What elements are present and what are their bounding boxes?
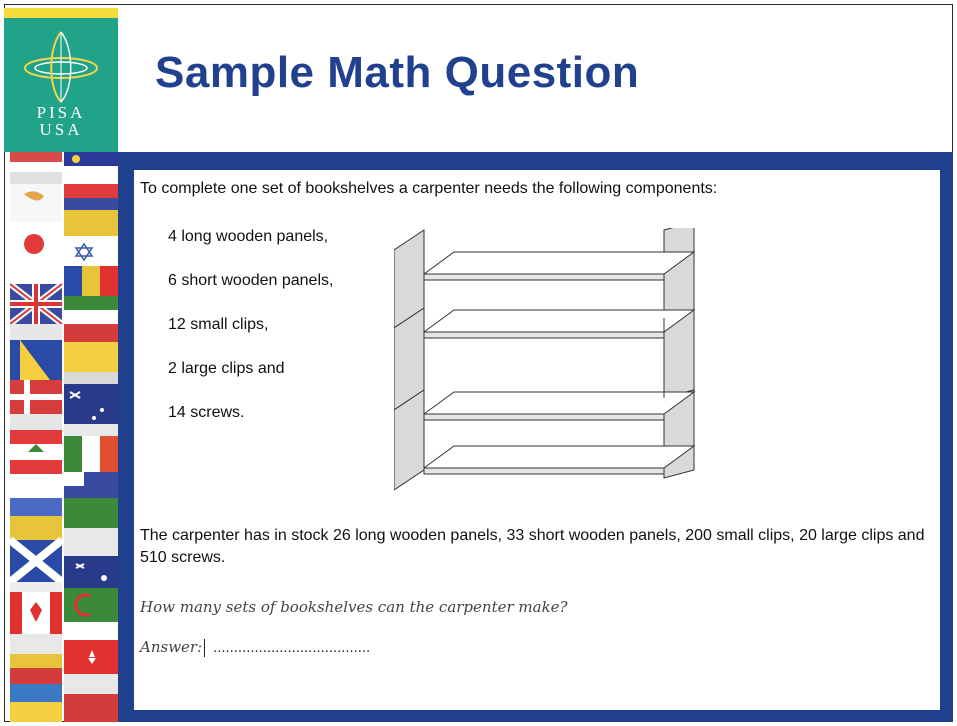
question-prompt: How many sets of bookshelves can the car…	[140, 598, 568, 616]
logo-line-1: PISA	[36, 103, 86, 122]
component-item: 12 small clips,	[168, 316, 269, 333]
globe-icon	[24, 31, 98, 103]
bookshelf-illustration	[394, 228, 696, 491]
question-card: To complete one set of bookshelves a car…	[134, 170, 940, 710]
flags-decoration	[10, 152, 118, 722]
component-item: 14 screws.	[168, 404, 245, 421]
component-item: 2 large clips and	[168, 360, 285, 377]
text-cursor	[204, 639, 206, 657]
answer-label: Answer:	[140, 638, 203, 656]
logo-line-2: USA	[39, 120, 83, 139]
component-item: 4 long wooden panels,	[168, 228, 329, 245]
stock-statement: The carpenter has in stock 26 long woode…	[140, 527, 925, 566]
pisa-usa-logo: PISA USA	[4, 18, 118, 152]
component-item: 6 short wooden panels,	[168, 272, 334, 289]
question-intro: To complete one set of bookshelves a car…	[140, 180, 718, 197]
answer-row: Answer:.................................…	[140, 638, 370, 657]
question-frame: To complete one set of bookshelves a car…	[118, 152, 953, 722]
flag-mosaic	[10, 152, 118, 722]
accent-bar	[4, 8, 118, 18]
slide-title: Sample Math Question	[155, 48, 640, 97]
answer-blank[interactable]: ......................................	[213, 640, 371, 656]
